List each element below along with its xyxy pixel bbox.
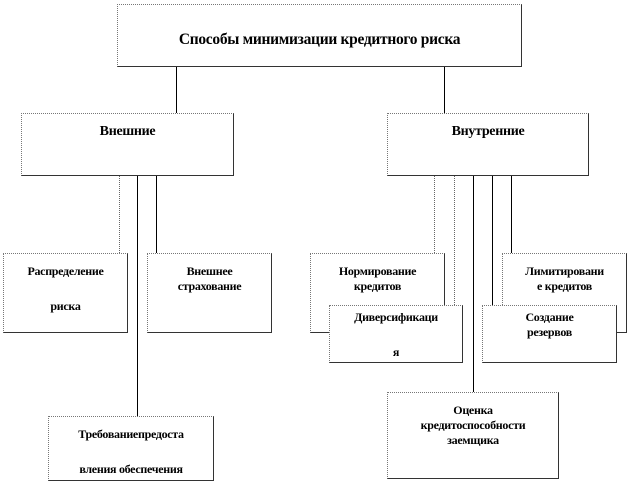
node-text: риска <box>50 299 81 313</box>
node-text: Нормирование <box>338 264 417 278</box>
node-text: Создание <box>525 310 574 324</box>
node-text: Оценка <box>453 403 493 417</box>
node-text: заемщика <box>447 433 499 447</box>
connector-internal-diversification <box>454 175 455 305</box>
node-text: Лимитировани <box>525 264 604 278</box>
node-text: кредитов <box>353 279 402 293</box>
node-text: Внешнее <box>186 264 233 278</box>
connector-internal-limiting <box>511 175 512 253</box>
connector-root-external <box>176 66 177 113</box>
node-text: вления обеспечения <box>79 462 183 476</box>
node-text: я <box>392 345 400 359</box>
connector-external-insurance <box>156 175 157 253</box>
external-label: Внешние <box>99 124 156 139</box>
node-diversification: Диверсификаци я <box>329 305 463 363</box>
node-text: Требованиепредоста <box>78 427 184 441</box>
root-node: Способы минимизации кредитного риска <box>117 4 522 67</box>
node-text: резервов <box>526 325 572 339</box>
connector-external-distribution <box>119 175 120 253</box>
node-text: е кредитов <box>537 279 592 293</box>
root-label: Способы минимизации кредитного риска <box>178 31 461 48</box>
connector-internal-assessment <box>473 175 474 392</box>
external-node: Внешние <box>21 113 234 176</box>
node-text: страхование <box>177 279 242 293</box>
node-collateral-requirement: Требованиепредоста вления обеспечения <box>48 416 214 481</box>
connector-external-collateral <box>137 172 138 416</box>
connector-root-internal <box>444 66 445 113</box>
node-text: кредитоспособности <box>420 418 526 432</box>
node-text: Распределение <box>27 264 104 278</box>
internal-node: Внутренние <box>387 113 589 176</box>
connector-internal-norming <box>434 175 435 253</box>
internal-label: Внутренние <box>451 124 525 139</box>
node-risk-distribution: Распределение риска <box>3 253 128 333</box>
node-external-insurance: Внешнее страхование <box>147 253 272 333</box>
node-text: Диверсификаци <box>354 310 438 324</box>
node-creditworthiness-assessment: Оценка кредитоспособности заемщика <box>387 392 559 479</box>
node-reserves: Создание резервов <box>482 305 617 363</box>
connector-internal-reserves <box>492 175 493 305</box>
